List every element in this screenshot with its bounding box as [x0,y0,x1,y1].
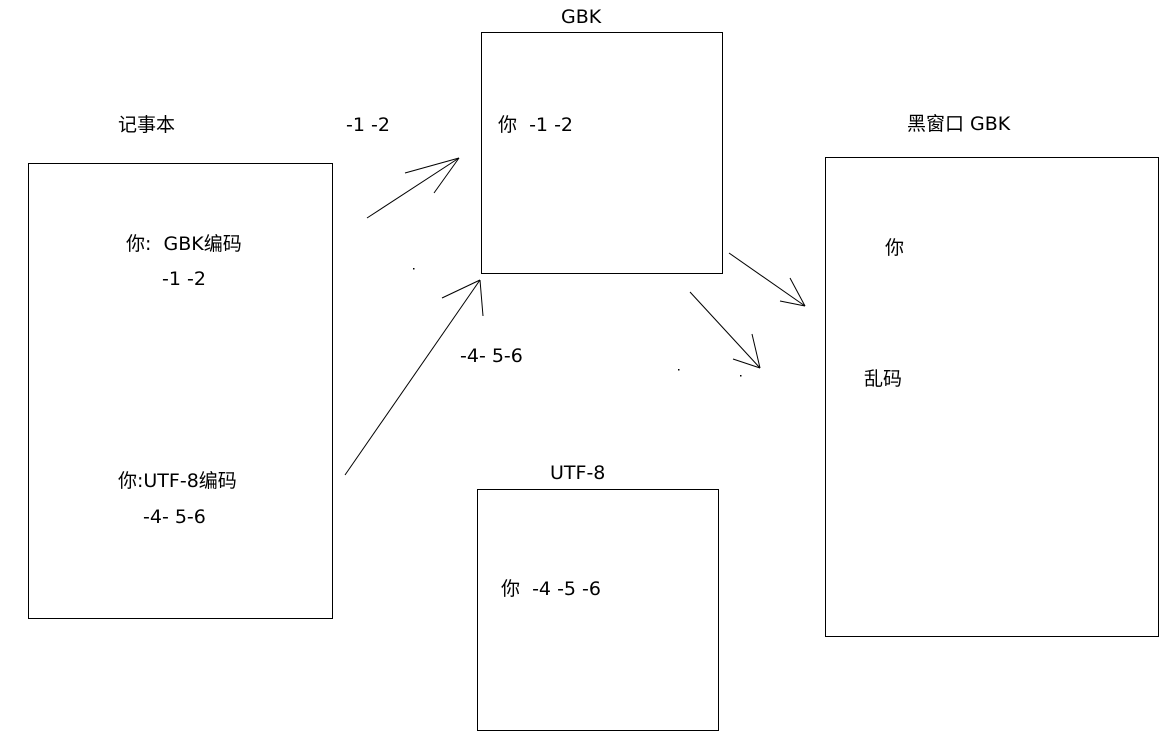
arrow-gbk-to-console-lower [689,291,761,369]
utf8-box-content: 你 -4 -5 -6 [501,578,601,600]
console-line-garbled: 乱码 [864,368,903,390]
notepad-gbk-label: 你: GBK编码 [126,233,242,255]
stray-dot [678,369,680,371]
console-box-title: 黑窗口 GBK [907,113,1011,135]
notepad-utf8-bytes: -4- 5-6 [143,506,206,528]
utf8-box [477,489,719,731]
console-box [825,157,1159,637]
gbk-box-title: GBK [561,6,602,28]
notepad-box [28,163,333,619]
notepad-gbk-bytes: -1 -2 [162,268,206,290]
notepad-utf8-label: 你:UTF-8编码 [118,470,237,492]
console-line-char: 你 [885,237,905,259]
arrow-label-to-gbk: -1 -2 [346,114,390,136]
arrow-notepad-to-gbk [366,157,460,219]
gbk-box [481,32,723,274]
notepad-title: 记事本 [118,114,176,136]
arrow-label-from-utf8: -4- 5-6 [460,345,523,367]
stray-dot [413,268,415,270]
utf8-box-title: UTF-8 [550,462,606,484]
gbk-box-content: 你 -1 -2 [498,114,574,136]
arrow-gbk-to-console-upper [728,252,806,307]
stray-dot [740,375,742,377]
arrow-notepad-utf8-to-gbk [344,279,484,476]
